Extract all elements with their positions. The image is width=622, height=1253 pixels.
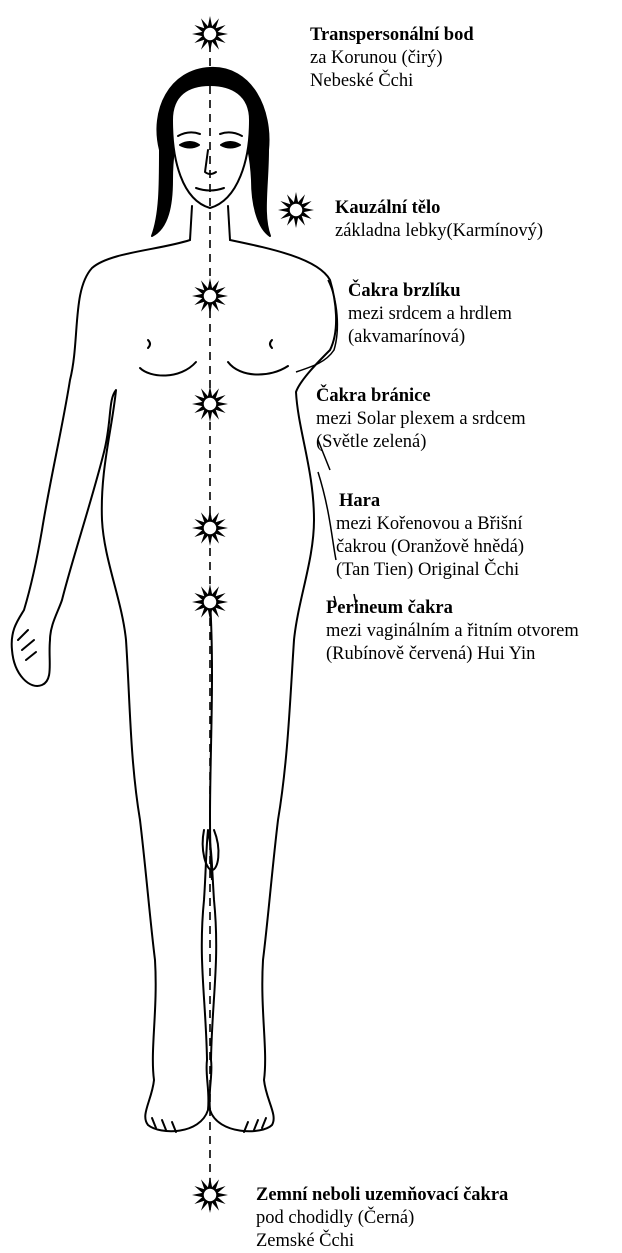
chakra-desc-line: (Světle zelená) bbox=[316, 431, 526, 454]
neck bbox=[190, 206, 230, 240]
chakra-label-causal: Kauzální tělo základna lebky(Karmínový) bbox=[335, 197, 543, 243]
chakra-title: Zemní neboli uzemňovací čakra bbox=[256, 1184, 508, 1207]
chakra-title: Hara bbox=[339, 490, 524, 513]
right-nipple bbox=[270, 340, 272, 348]
chakra-label-hara: Hara mezi Kořenovou a Břišní čakrou (Ora… bbox=[336, 490, 524, 582]
sun-burst-icon bbox=[192, 1177, 228, 1213]
lower-channel bbox=[210, 600, 212, 880]
chakra-title: Čakra bránice bbox=[316, 385, 526, 408]
chakra-desc-line: (Tan Tien) Original Čchi bbox=[336, 559, 524, 582]
sun-burst-icon bbox=[192, 510, 228, 546]
chakra-desc-line: mezi Solar plexem a srdcem bbox=[316, 408, 526, 431]
chakra-desc-line: mezi srdcem a hrdlem bbox=[348, 303, 512, 326]
leader-line-thymus bbox=[296, 280, 337, 372]
chakra-desc-line: (Rubínově červená) Hui Yin bbox=[326, 643, 579, 666]
chakra-desc-line: Nebeské Čchi bbox=[310, 70, 474, 93]
chakra-title: Transpersonální bod bbox=[310, 24, 474, 47]
left-hand bbox=[18, 630, 36, 660]
chakra-label-thymus: Čakra brzlíku mezi srdcem a hrdlem (akva… bbox=[348, 280, 512, 349]
chakra-label-earth: Zemní neboli uzemňovací čakra pod chodid… bbox=[256, 1184, 508, 1253]
chakra-desc-line: čakrou (Oranžově hnědá) bbox=[336, 536, 524, 559]
chakra-desc-line: mezi vaginálním a řitním otvorem bbox=[326, 620, 579, 643]
chakra-title: Kauzální tělo bbox=[335, 197, 543, 220]
chakra-label-perineum: Perineum čakra mezi vaginálním a řitním … bbox=[326, 597, 579, 666]
chakra-desc-line: Zemské Čchi bbox=[256, 1230, 508, 1253]
chakra-title: Perineum čakra bbox=[326, 597, 579, 620]
leader-line-hara bbox=[318, 472, 336, 560]
left-nipple bbox=[148, 340, 150, 348]
chakra-desc-line: pod chodidly (Černá) bbox=[256, 1207, 508, 1230]
sun-burst-icon bbox=[192, 386, 228, 422]
chakra-label-diaphragm: Čakra bránice mezi Solar plexem a srdcem… bbox=[316, 385, 526, 454]
chakra-label-transpersonal: Transpersonální bod za Korunou (čirý) Ne… bbox=[310, 24, 474, 93]
chakra-desc-line: mezi Kořenovou a Břišní bbox=[336, 513, 524, 536]
sun-burst-icon bbox=[192, 16, 228, 52]
chakra-desc-line: za Korunou (čirý) bbox=[310, 47, 474, 70]
sun-burst-icon bbox=[192, 584, 228, 620]
sun-burst-icon bbox=[278, 192, 314, 228]
chakra-title: Čakra brzlíku bbox=[348, 280, 512, 303]
right-eye bbox=[221, 142, 240, 148]
chakra-desc-line: základna lebky(Karmínový) bbox=[335, 220, 543, 243]
sun-burst-icon bbox=[192, 278, 228, 314]
left-eye bbox=[180, 142, 199, 148]
chakra-desc-line: (akvamarínová) bbox=[348, 326, 512, 349]
left-breast bbox=[140, 362, 196, 376]
right-breast bbox=[228, 362, 288, 375]
